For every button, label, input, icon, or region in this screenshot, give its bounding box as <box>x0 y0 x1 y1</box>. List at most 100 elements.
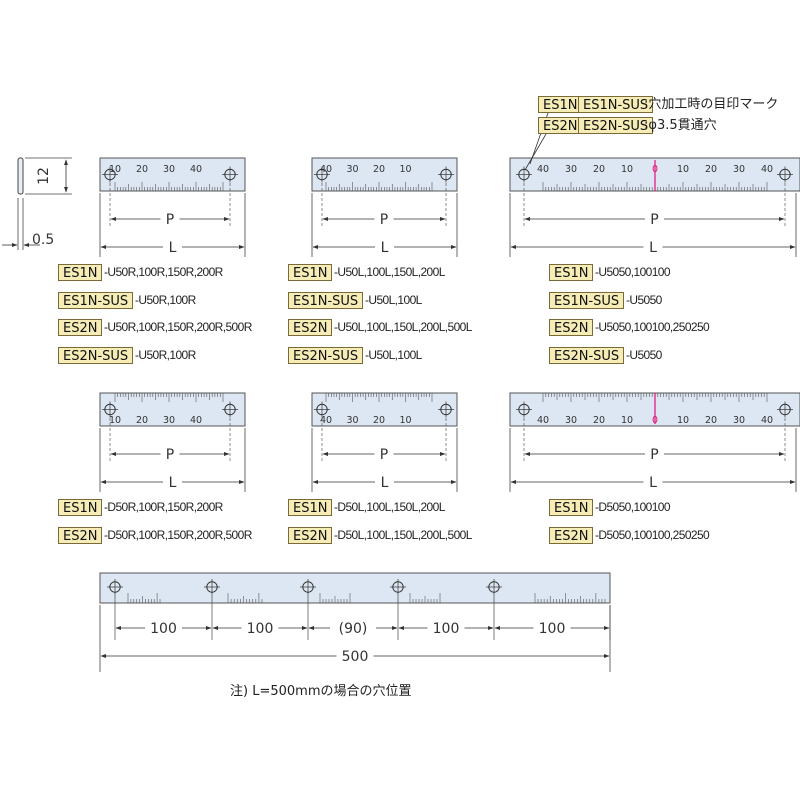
ruler-u-left-tick-label: 20 <box>373 164 385 175</box>
ruler-u-center-tick-label: 0 <box>652 164 658 175</box>
model-tag: ES1N <box>549 264 594 281</box>
ruler-u-center-tick-label: 10 <box>677 164 689 175</box>
side-height-label: 12 <box>36 167 52 185</box>
long-dim-pitch-4-label-bg <box>427 619 465 636</box>
ruler-d-right-tick-label: 20 <box>136 415 148 426</box>
dim-d-left-pitch-label: P <box>380 447 388 463</box>
ruler-d-right-tick-label: 10 <box>109 415 121 426</box>
ruler-u-center-tick-label: 40 <box>537 164 549 175</box>
ruler-d-left-tick-label: 20 <box>373 415 385 426</box>
dim-d-left-length-label: L <box>381 475 389 491</box>
ruler-u-left-tick-label: 30 <box>346 164 358 175</box>
model-suffix: -D50L,100L,150L,200L <box>334 500 445 514</box>
model-suffix: -U5050 <box>626 347 662 362</box>
ruler-u-center-tick-label: 40 <box>761 164 773 175</box>
ruler-u-left-tick-label: 40 <box>320 164 332 175</box>
ruler-d-center-tick-label: 40 <box>537 415 549 426</box>
dim-d-center-pitch-label-bg <box>645 445 664 462</box>
model-suffix: -D5050,100100,250250 <box>595 528 710 542</box>
model-suffix: -U50L,100L <box>365 347 422 362</box>
dim-u-right-pitch-label-bg <box>160 210 180 227</box>
dim-d-left-length-label-bg <box>375 473 394 490</box>
long-dim-pitch-2-label: 100 <box>247 621 274 637</box>
long-dim-pitch-5-label: 100 <box>539 621 566 637</box>
model-tag: ES1N <box>58 264 103 281</box>
model-suffix: -U5050 <box>626 292 662 307</box>
model-suffix: -D50R,100R,150R,200R,500R <box>104 528 252 542</box>
model-suffix: -U50R,100R,150R,200R,500R <box>104 320 252 334</box>
legend-tag-es1n: ES1N <box>538 96 583 113</box>
legend-text-hole: :φ3.5貫通穴 <box>644 118 717 133</box>
model-suffix: -U5050,100100 <box>595 265 671 279</box>
dim-u-center-pitch-label-bg <box>645 210 664 227</box>
model-suffix: -U50L,100L,150L,200L,500L <box>334 320 472 334</box>
dim-u-left-length-label-bg <box>375 238 394 255</box>
long-dim-pitch-4-label: 100 <box>433 621 460 637</box>
dim-d-right-length-label: L <box>169 475 177 491</box>
ruler-u-center-tick-label: 10 <box>621 164 633 175</box>
dim-d-center-length-label-bg <box>643 473 663 490</box>
model-tag: ES2N <box>58 527 103 544</box>
long-dim-pitch-1-label: 100 <box>150 621 177 637</box>
model-tag: ES1N <box>288 264 333 281</box>
dim-d-center-pitch-label: P <box>650 447 658 463</box>
dim-u-center-length-label: L <box>649 240 657 256</box>
model-tag: ES1N-SUS <box>549 291 625 309</box>
ruler-d-center-tick-label: 20 <box>705 415 717 426</box>
model-suffix: -U50L,100L,150L,200L <box>334 265 445 279</box>
model-tag: ES1N-SUS <box>58 291 134 309</box>
dim-d-right-pitch-label: P <box>166 447 174 463</box>
long-dim-total-label-bg <box>336 647 374 664</box>
model-tag: ES2N <box>58 319 103 336</box>
dim-u-center-pitch-label: P <box>650 212 658 228</box>
ruler-d-center-tick-label: 30 <box>733 415 745 426</box>
long-dim-total-label: 500 <box>342 649 369 665</box>
side-thickness-label: 0.5 <box>32 232 54 248</box>
model-suffix: -D50L,100L,150L,200L,500L <box>334 528 472 542</box>
model-tag: ES2N-SUS <box>549 346 625 364</box>
model-tag: ES2N <box>288 319 333 336</box>
ruler-d-left-tick-label: 10 <box>399 415 411 426</box>
long-dim-pitch-1-label-bg <box>145 619 182 636</box>
ruler-d-left-tick-label: 40 <box>320 415 332 426</box>
legend-tag-es2n: ES2N <box>538 117 583 134</box>
model-suffix: -U5050,100100,250250 <box>595 320 710 334</box>
model-tag: ES1N <box>549 499 594 516</box>
model-suffix: -U50L,100L <box>365 292 422 307</box>
ruler-d-center-tick-label: 30 <box>565 415 577 426</box>
ruler-d-center-tick-label: 10 <box>677 415 689 426</box>
dim-u-center-length-label-bg <box>643 238 663 255</box>
legend-tag-es1n-sus: ES1N-SUS <box>578 96 654 113</box>
dim-d-center-length-label: L <box>649 475 657 491</box>
side-profile <box>17 157 24 195</box>
long-dim-pitch-3-label-bg <box>330 619 376 636</box>
model-suffix: -U50R,100R,150R,200R <box>104 265 223 279</box>
legend-tag-es2n-sus: ES2N-SUS <box>578 117 654 134</box>
ruler-d-center-tick-label: 20 <box>593 415 605 426</box>
long-ruler-body <box>99 572 611 604</box>
ruler-u-center-tick-label: 20 <box>705 164 717 175</box>
model-tag: ES2N <box>549 319 594 336</box>
dim-d-right-pitch-label-bg <box>160 445 180 462</box>
ruler-d-center-tick-label: 40 <box>761 415 773 426</box>
model-suffix: -D50R,100R,150R,200R <box>104 500 223 514</box>
model-tag: ES1N <box>288 499 333 516</box>
ruler-u-right-tick-label: 30 <box>163 164 175 175</box>
ruler-u-center-tick-label: 20 <box>593 164 605 175</box>
model-tag: ES2N <box>288 527 333 544</box>
dim-u-left-pitch-label-bg <box>374 210 394 227</box>
ruler-d-center-tick-label: 0 <box>652 415 658 426</box>
ruler-d-left-tick-label: 30 <box>346 415 358 426</box>
long-dim-pitch-2-label-bg <box>241 619 279 636</box>
ruler-d-right-body <box>99 392 246 427</box>
long-dim-pitch-5-label-bg <box>533 619 571 636</box>
model-tag: ES1N <box>58 499 103 516</box>
ruler-d-right-tick-label: 30 <box>163 415 175 426</box>
model-suffix: -D5050,100100 <box>595 500 671 514</box>
model-tag: ES2N-SUS <box>288 346 364 364</box>
model-tag: ES1N-SUS <box>288 291 364 309</box>
ruler-u-left-tick-label: 10 <box>399 164 411 175</box>
ruler-d-right-tick-label: 40 <box>190 415 202 426</box>
dim-u-right-length-label: L <box>169 240 177 256</box>
